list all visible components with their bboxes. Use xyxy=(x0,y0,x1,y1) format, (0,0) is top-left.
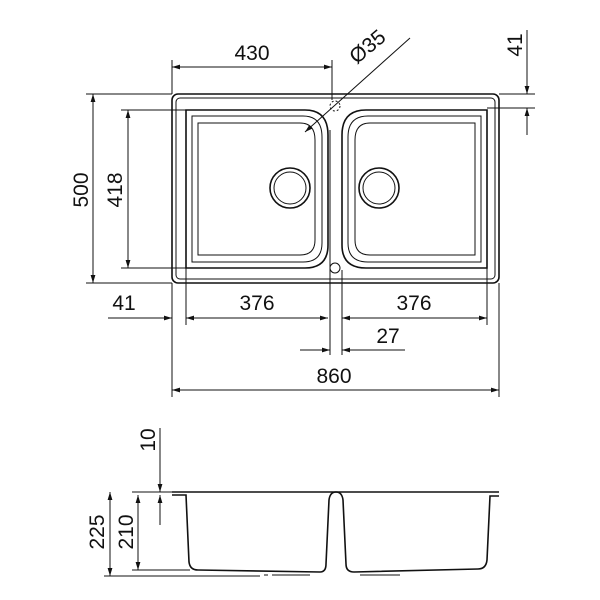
right-bowl xyxy=(341,109,488,269)
dim-10: 10 xyxy=(137,428,160,451)
dim-376-right: 376 xyxy=(396,292,431,315)
sink-outline xyxy=(171,93,500,284)
dim-500: 500 xyxy=(70,172,93,207)
drain-icon xyxy=(358,167,400,209)
sink-profile xyxy=(172,491,499,573)
drain-icon xyxy=(269,167,311,209)
dim-860: 860 xyxy=(316,365,351,388)
dim-376-left: 376 xyxy=(239,292,274,315)
dim-210: 210 xyxy=(115,514,138,549)
dim-27: 27 xyxy=(376,325,399,348)
dim-418: 418 xyxy=(104,172,127,207)
dim-225: 225 xyxy=(86,514,109,549)
dim-41-top: 41 xyxy=(504,33,527,56)
top-view: 430 Ø35 41 500 418 41 376 376 27 xyxy=(70,25,535,397)
side-view: 10 210 225 xyxy=(86,428,499,577)
left-bowl xyxy=(185,109,329,269)
dim-430: 430 xyxy=(234,42,269,65)
dim-41-side: 41 xyxy=(112,292,135,315)
tap-hole xyxy=(329,100,341,112)
